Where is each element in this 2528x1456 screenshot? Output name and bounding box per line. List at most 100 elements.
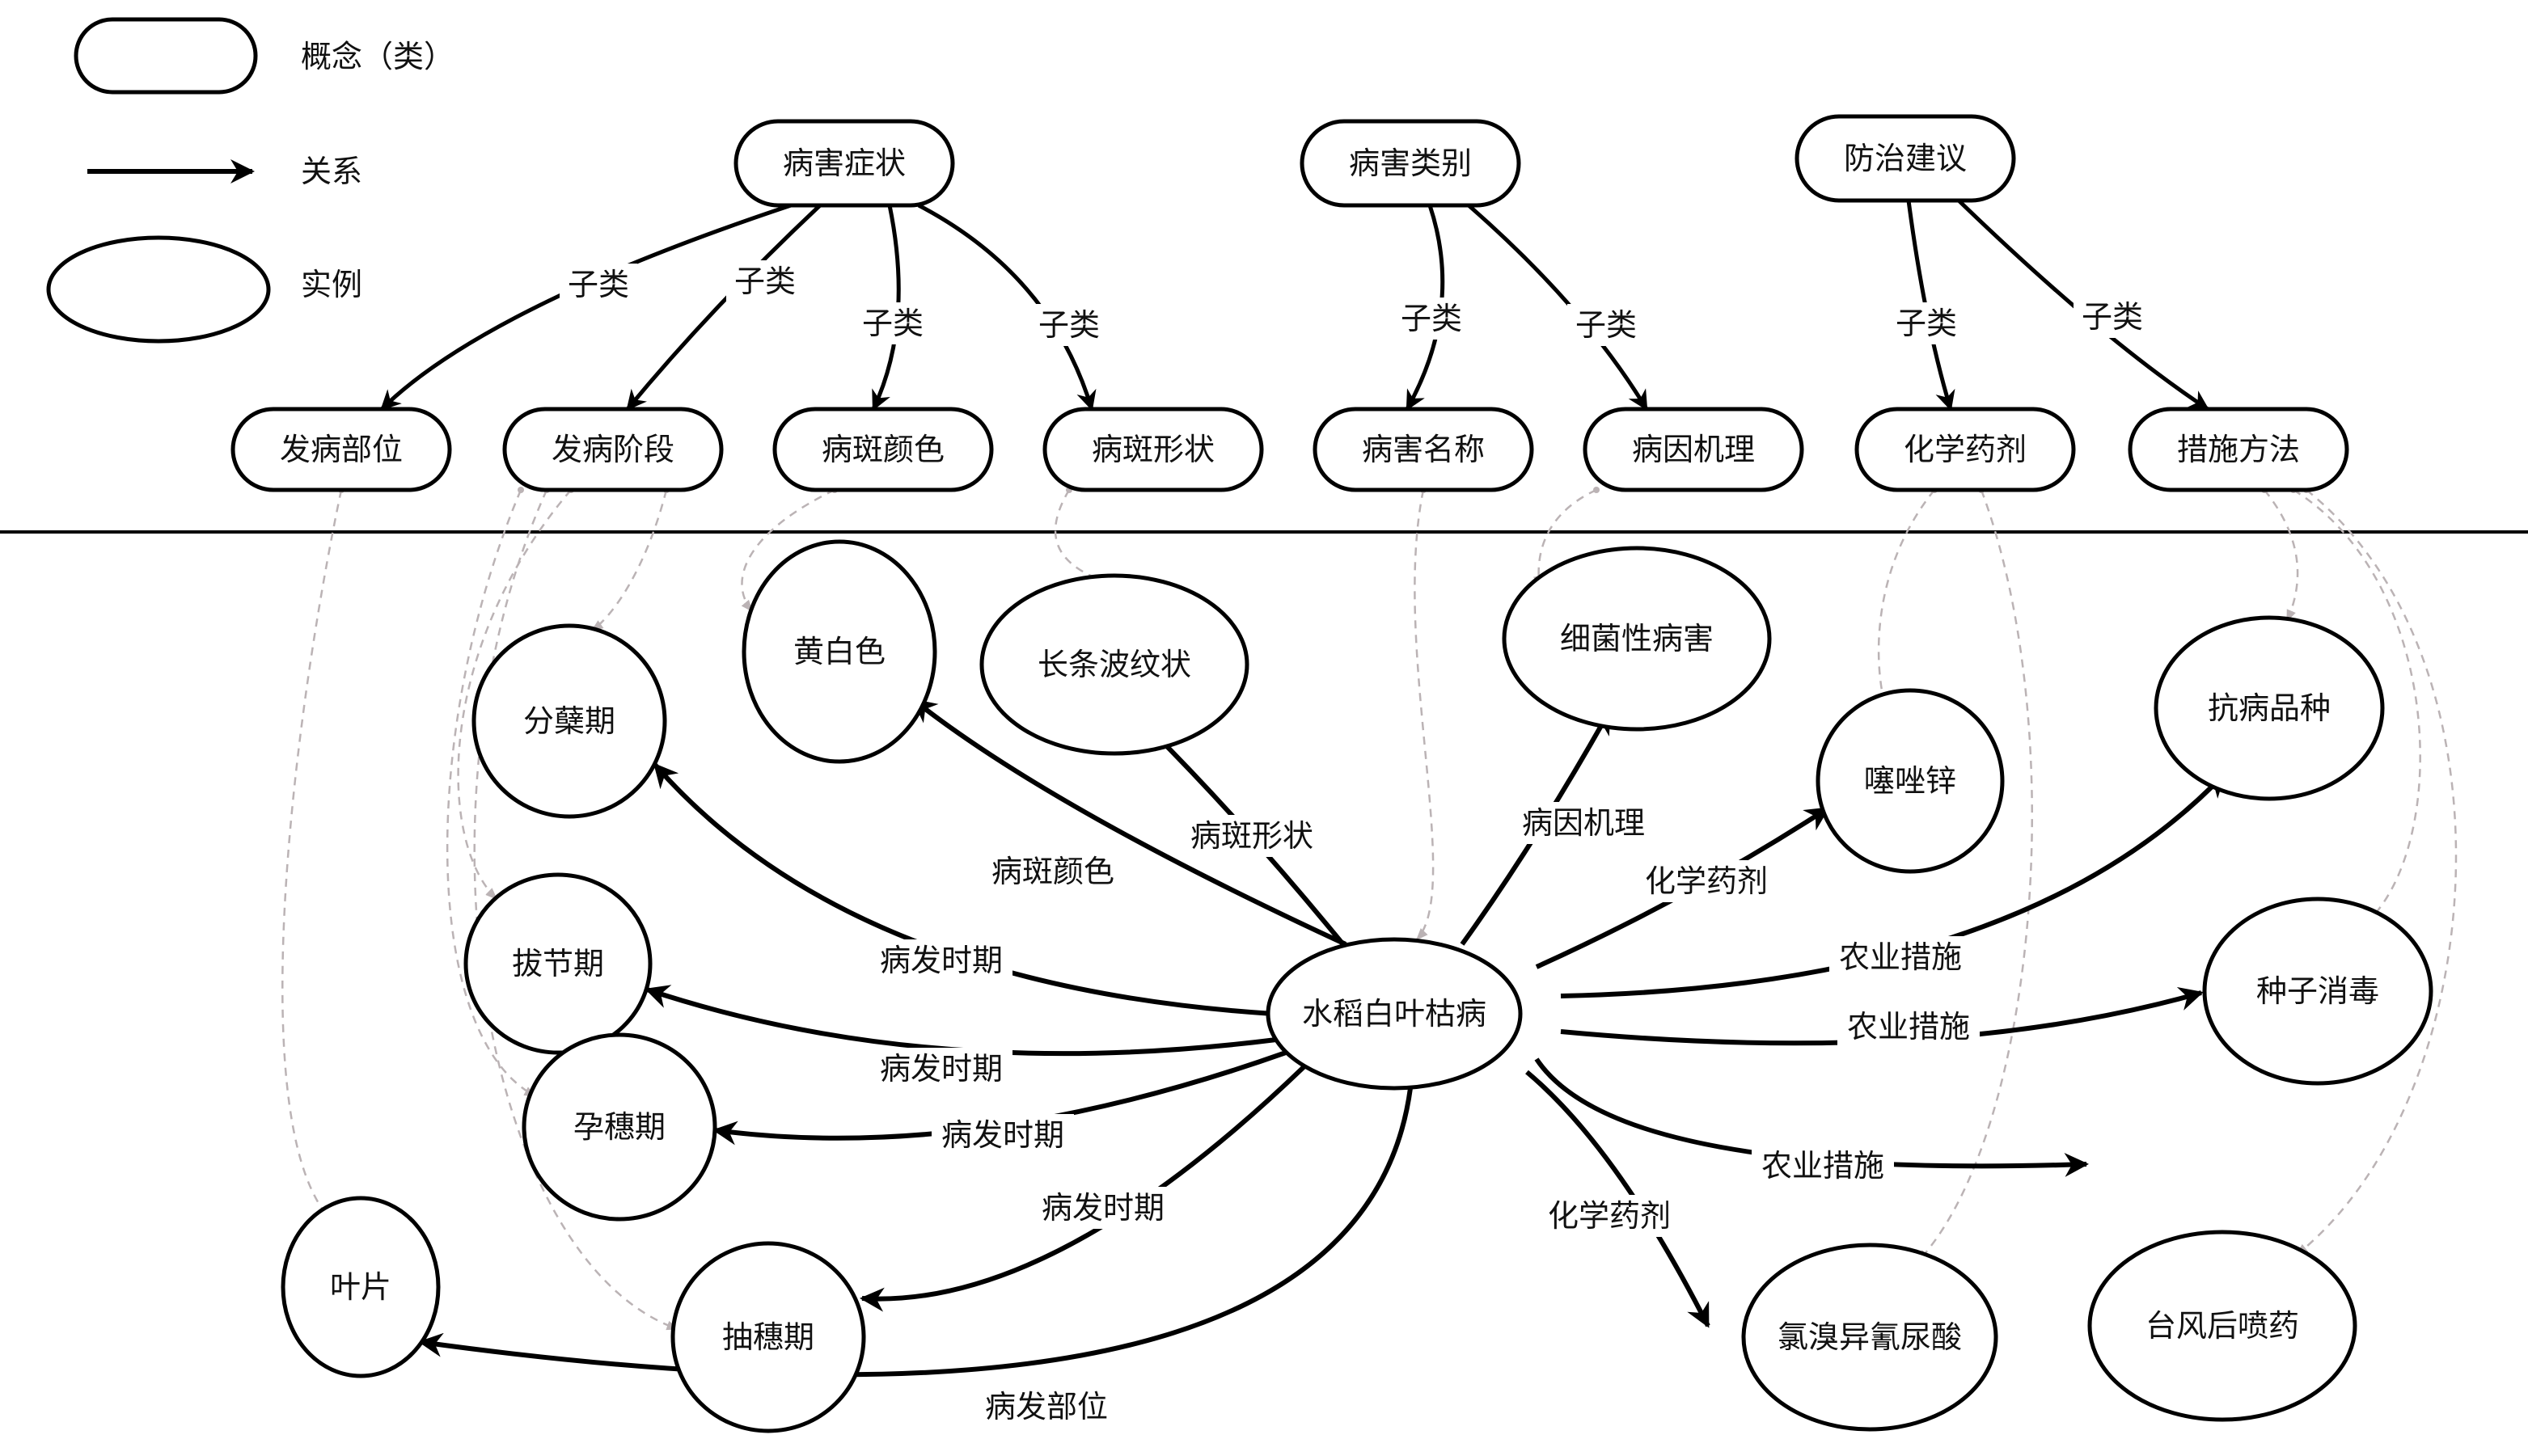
relation-edge-i_head (860, 1065, 1306, 1312)
concept-node-chem[interactable]: 化学药剂 (1854, 407, 2076, 492)
legend-relation-label: 关系 (301, 154, 362, 189)
instance-shape (463, 872, 653, 1055)
concept-label: 病斑颜色 (822, 432, 945, 467)
relation-edge-label-bg (1829, 936, 1972, 978)
instance-label: 孕穗期 (573, 1109, 666, 1145)
subclass-edge-symptom-site (380, 203, 792, 411)
relation-edge-label: 农业措施 (1761, 1148, 1884, 1184)
relation-edge-label-bg (1538, 1195, 1680, 1237)
concept-shape (502, 407, 724, 492)
instance-node-i_yellow[interactable]: 黄白色 (742, 539, 937, 764)
instance-of-link-method-i_seed (2293, 488, 2421, 923)
instance-shape (1266, 937, 1523, 1091)
concept-node-stage[interactable]: 发病阶段 (502, 407, 724, 492)
instance-node-i_tiller[interactable]: 分蘖期 (471, 623, 667, 819)
concept-node-symptom[interactable]: 病害症状 (733, 119, 955, 208)
concept-label: 化学药剂 (1904, 432, 2027, 467)
instance-node-i_bact[interactable]: 细菌性病害 (1502, 546, 1772, 732)
instance-shape (979, 573, 1249, 756)
nodes: 病害症状病害类别防治建议发病部位发病阶段病斑颜色病斑形状病害名称病因机理化学药剂… (230, 114, 2433, 1433)
instance-of-link-method-i_typhoon (2295, 489, 2458, 1256)
instance-node-i_chlor[interactable]: 氯溴异氰尿酸 (1741, 1243, 1998, 1432)
instance-shape (2154, 615, 2385, 801)
concept-node-category[interactable]: 病害类别 (1300, 119, 1521, 208)
relation-edge-label-bg (1752, 1145, 1894, 1187)
concept-node-site[interactable]: 发病部位 (230, 407, 452, 492)
relation-edge-i_tiller (653, 762, 1274, 1016)
instance-shape (2202, 897, 2433, 1086)
concept-label: 措施方法 (2177, 432, 2300, 467)
concept-label: 防治建议 (1844, 141, 1967, 176)
subclass-edge-label-bg (2074, 296, 2151, 338)
relation-edge-label-bg (1837, 1006, 1980, 1048)
relation-edge-label: 病发时期 (941, 1117, 1064, 1153)
instance-label: 抽穗期 (722, 1319, 814, 1355)
legend-concept-shape (74, 17, 258, 95)
instance-node-i_typhoon[interactable]: 台风后喷药 (2087, 1230, 2357, 1422)
instance-node-i_boot[interactable]: 孕穗期 (522, 1032, 717, 1222)
legend-instance-shape (46, 235, 271, 344)
concept-node-cause[interactable]: 病因机理 (1583, 407, 1804, 492)
relation-edge-i_joint (645, 985, 1277, 1057)
subclass-edge-label: 子类 (1038, 307, 1100, 343)
center-instance-node[interactable]: 水稻白叶枯病 (1266, 937, 1523, 1091)
subclass-edge-label-bg (1888, 302, 1965, 344)
instance-shape (281, 1196, 441, 1378)
concept-shape (2128, 407, 2349, 492)
concept-shape (230, 407, 452, 492)
instance-of-link-stage-i_joint (457, 489, 572, 901)
instance-label: 氯溴异氰尿酸 (1778, 1319, 1962, 1355)
instance-node-i_seed[interactable]: 种子消毒 (2202, 897, 2433, 1086)
relation-edge-label: 农业措施 (1847, 1009, 1970, 1045)
instance-of-link-site-i_leaf (281, 489, 343, 1224)
relation-edge-label: 化学药剂 (1548, 1198, 1671, 1234)
instance-of-link-anchor (518, 487, 524, 493)
instance-node-i_zinc[interactable]: 噻唑锌 (1816, 688, 2005, 874)
concept-node-name[interactable]: 病害名称 (1313, 407, 1534, 492)
instance-of-link-chem-i_chlor (1917, 489, 2033, 1263)
relation-edge-label: 病因机理 (1522, 805, 1645, 841)
concept-label: 病害名称 (1362, 432, 1485, 467)
instance-shape (471, 623, 667, 819)
concept-label: 发病阶段 (552, 432, 674, 467)
subclass-edge-label: 子类 (2082, 299, 2143, 335)
concept-node-control[interactable]: 防治建议 (1795, 114, 2016, 203)
instance-label: 长条波纹状 (1038, 647, 1191, 682)
relation-edge-label-bg (870, 939, 1012, 981)
instance-of-link-method-i_resist (2264, 489, 2299, 622)
instance-label: 抗病品种 (2208, 690, 2331, 726)
concept-node-shape[interactable]: 病斑形状 (1042, 407, 1264, 492)
concept-shape (1313, 407, 1534, 492)
subclass-edge-label-bg (1393, 298, 1470, 340)
instance-node-i_resist[interactable]: 抗病品种 (2154, 615, 2385, 801)
instance-of-link-cause-i_bact (1533, 488, 1597, 589)
relation-edge-label: 病发时期 (880, 943, 1003, 978)
subclass-edge-label: 子类 (1401, 301, 1462, 336)
concept-shape (772, 407, 994, 492)
relation-edge-label-bg (870, 1048, 1012, 1090)
instance-node-i_leaf[interactable]: 叶片 (281, 1196, 441, 1378)
instance-shape (742, 539, 937, 764)
instance-label: 台风后喷药 (2145, 1308, 2299, 1344)
concept-shape (1795, 114, 2016, 203)
concept-node-color[interactable]: 病斑颜色 (772, 407, 994, 492)
concept-label: 病斑形状 (1092, 432, 1215, 467)
concept-node-method[interactable]: 措施方法 (2128, 407, 2349, 492)
subclass-edge-label-bg (1567, 304, 1645, 346)
subclass-edge-label: 子类 (1575, 307, 1637, 343)
instance-shape (670, 1241, 866, 1433)
relation-edge-label-bg (932, 1114, 1074, 1156)
concept-label: 病害类别 (1349, 146, 1472, 181)
instance-label: 叶片 (330, 1269, 391, 1305)
instance-node-i_stripe[interactable]: 长条波纹状 (979, 573, 1249, 756)
instance-of-link-name-i_center (1414, 489, 1435, 941)
relation-edge-label-bg (982, 850, 1124, 893)
instance-label: 噻唑锌 (1864, 763, 1956, 799)
instance-node-i_joint[interactable]: 拔节期 (463, 872, 653, 1055)
instance-node-i_head[interactable]: 抽穗期 (670, 1241, 866, 1433)
relation-edge-i_yellow (911, 698, 1347, 947)
legend-instance-label: 实例 (301, 267, 362, 302)
instance-shape (1741, 1243, 1998, 1432)
relation-edge-i_typhoon (1534, 1057, 2089, 1177)
